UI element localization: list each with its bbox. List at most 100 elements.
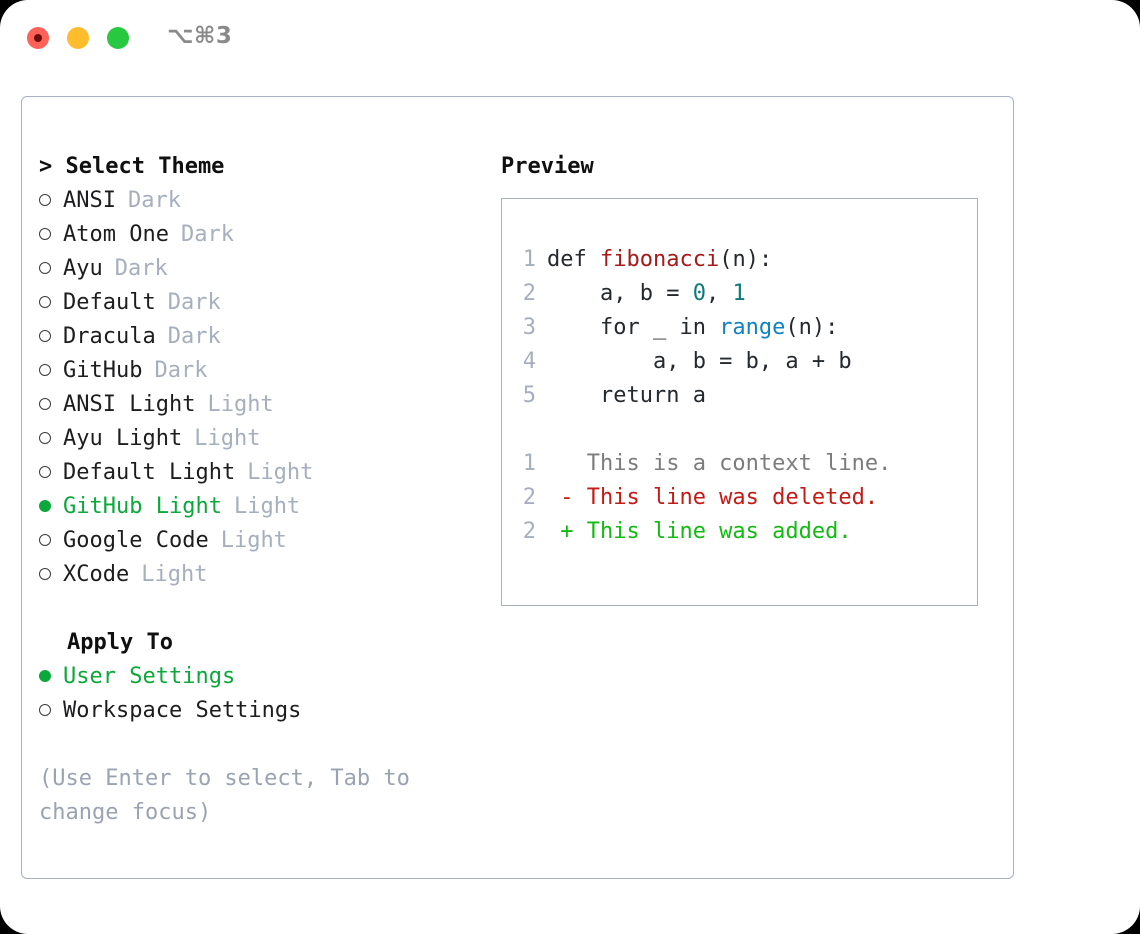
code-token-plain: a, b = [547,281,693,306]
theme-option-label: Google Code [63,528,209,553]
theme-option-label: XCode [63,562,130,587]
code-token-plain: return a [547,383,706,408]
theme-option-google-code[interactable]: Google Code Light [39,524,479,558]
radio-unselected-icon [39,330,51,342]
code-line: 1 def fibonacci(n): [514,243,971,277]
diff-line-add: 2 + This line was added. [514,515,971,549]
theme-option-category: Light [141,562,208,587]
theme-option-label: ANSI [63,188,116,213]
code-line: 4 a, b = b, a + b [514,345,971,379]
theme-option-category: Dark [154,358,208,383]
line-number: 4 [522,349,536,374]
apply-to-option-workspace-settings[interactable]: Workspace Settings [39,694,479,728]
code-token-plain: for _ in [547,315,720,340]
theme-option-label: GitHub Light [63,494,222,519]
code-token-plain: (n): [785,315,839,340]
theme-option-category: Dark [114,256,168,281]
theme-option-category: Light [194,426,261,451]
theme-option-default[interactable]: Default Dark [39,286,479,320]
line-number: 3 [522,315,536,340]
diff-line-del: 2 - This line was deleted. [514,481,971,515]
theme-option-github-light[interactable]: GitHub Light Light [39,490,479,524]
title-bar: ⌥⌘3 [0,0,1140,78]
radio-unselected-icon [39,432,51,444]
radio-unselected-icon [39,364,51,376]
close-button[interactable] [27,27,49,49]
select-theme-heading: > Select Theme [39,154,225,179]
code-diff-spacer [514,413,971,447]
radio-unselected-icon [39,398,51,410]
theme-option-label: Atom One [63,222,169,247]
diff-line-text: + This line was added. [547,519,852,544]
radio-unselected-icon [39,194,51,206]
code-line: 2 a, b = 0, 1 [514,277,971,311]
theme-option-atom-one[interactable]: Atom One Dark [39,218,479,252]
line-number: 2 [522,281,536,306]
diff-line-text: This is a context line. [547,451,892,476]
apply-to-option-label: User Settings [63,664,236,689]
theme-option-category: Dark [180,222,234,247]
list-spacer [39,592,479,626]
radio-unselected-icon [39,296,51,308]
code-token-num: 0 [692,281,706,306]
code-token-plain: def [547,247,600,272]
theme-option-label: Default Light [63,460,236,485]
code-token-plain: (n): [719,247,773,272]
theme-option-label: ANSI Light [63,392,196,417]
diff-line-text: - This line was deleted. [547,485,879,510]
keyboard-hint-text: (Use Enter to select, Tab to change focu… [39,766,410,825]
code-token-call: range [719,315,786,340]
theme-option-default-light[interactable]: Default Light Light [39,456,479,490]
theme-option-github[interactable]: GitHub Dark [39,354,479,388]
code-token-plain: , [705,281,733,306]
theme-option-category: Dark [127,188,181,213]
line-number: 1 [522,451,536,476]
theme-option-label: Default [63,290,156,315]
theme-option-label: Ayu [63,256,103,281]
hint-spacer [39,728,479,762]
radio-unselected-icon [39,228,51,240]
minimize-button[interactable] [67,27,89,49]
maximize-button[interactable] [107,27,129,49]
radio-unselected-icon [39,534,51,546]
theme-option-category: Light [233,494,301,519]
theme-option-category: Light [220,528,287,553]
theme-option-ayu-light[interactable]: Ayu Light Light [39,422,479,456]
code-line: 5 return a [514,379,971,413]
theme-option-label: GitHub [63,358,143,383]
line-number: 5 [522,383,536,408]
radio-unselected-icon [39,704,51,716]
radio-selected-icon [39,670,51,682]
apply-to-option-user-settings[interactable]: User Settings [39,660,479,694]
code-line: 3 for _ in range(n): [514,311,971,345]
theme-option-label: Ayu Light [63,426,183,451]
line-number: 2 [522,485,536,510]
radio-selected-icon [39,500,51,512]
radio-unselected-icon [39,262,51,274]
radio-unselected-icon [39,466,51,478]
theme-option-xcode[interactable]: XCode Light [39,558,479,592]
line-number: 2 [522,519,536,544]
theme-option-category: Dark [167,290,221,315]
line-number: 1 [522,247,536,272]
theme-option-ansi[interactable]: ANSI Dark [39,184,479,218]
radio-unselected-icon [39,568,51,580]
theme-option-category: Light [247,460,314,485]
apply-to-heading: Apply To [67,630,173,655]
theme-option-ayu[interactable]: Ayu Dark [39,252,479,286]
apply-to-option-label: Workspace Settings [63,698,302,723]
code-token-fn: fibonacci [599,247,720,272]
keyboard-shortcut-label: ⌥⌘3 [167,23,233,49]
code-token-num: 1 [732,281,746,306]
diff-line-ctx: 1 This is a context line. [514,447,971,481]
